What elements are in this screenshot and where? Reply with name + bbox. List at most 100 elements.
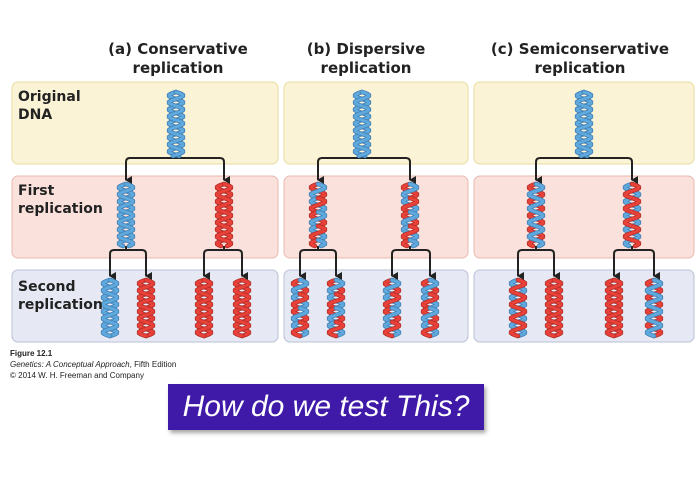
strand: [545, 278, 563, 338]
column-title-line1: Dispersive: [336, 40, 426, 58]
row-band: [473, 81, 695, 165]
row-label-first: First replication: [18, 182, 103, 218]
strand-segment: [327, 320, 345, 338]
original-dna-helix: [352, 89, 372, 159]
strand: [137, 278, 155, 338]
first-gen-helix-new: [214, 181, 234, 249]
question-box: How do we test This?: [168, 384, 484, 430]
column-letter: (c): [490, 40, 514, 58]
row-band: [283, 269, 469, 343]
second-gen-helix-hybrid: [508, 277, 528, 339]
branch-arrow: [517, 249, 560, 280]
figure-caption: Figure 12.1 Genetics: A Conceptual Appro…: [10, 348, 176, 381]
branch-arrow: [109, 249, 152, 280]
second-gen-helix-new: [136, 277, 156, 339]
question-text: How do we test This?: [182, 390, 470, 423]
strand-segment: [401, 224, 419, 242]
strand: [623, 182, 641, 248]
strand: [117, 182, 135, 248]
strand: [527, 182, 545, 248]
strand-segment: [421, 292, 439, 310]
strand-segment: [309, 182, 327, 200]
column-title-dispersive: (b) Dispersive replication: [276, 40, 456, 78]
column-title-line1: Semiconservative: [518, 40, 670, 58]
branch-arrow: [203, 249, 248, 280]
original-dna-helix: [574, 89, 594, 159]
row-label-line1: Second: [18, 279, 76, 295]
strand-segment: [401, 210, 419, 228]
strand: [233, 278, 251, 338]
first-gen-helix-hybrid: [622, 181, 642, 249]
strand-segment: [421, 306, 439, 324]
branch-arrow: [535, 157, 638, 184]
strand-segment: [291, 278, 309, 296]
row-label-line1: Original: [18, 89, 81, 105]
strand-segment: [401, 196, 419, 214]
strand-segment: [421, 278, 439, 296]
strand: [509, 278, 527, 338]
second-gen-helix-new: [544, 277, 564, 339]
strand: [195, 278, 213, 338]
first-gen-helix-dispersive: [308, 181, 328, 249]
strand: [215, 182, 233, 248]
strand-segment: [383, 320, 401, 338]
row-band: [473, 269, 695, 343]
second-gen-helix-new: [194, 277, 214, 339]
row-band: [283, 175, 469, 259]
branch-arrow: [613, 249, 660, 280]
first-gen-helix-old: [116, 181, 136, 249]
column-title-conservative: (a) Conservative replication: [88, 40, 268, 78]
branch-arrow: [125, 157, 230, 184]
strand-segment: [309, 210, 327, 228]
second-gen-helix-new: [232, 277, 252, 339]
second-gen-helix-hybrid: [644, 277, 664, 339]
strand-segment: [383, 306, 401, 324]
row-band: [11, 81, 279, 165]
column-title-line2: replication: [132, 59, 224, 77]
strand: [353, 90, 371, 158]
strand-segment: [383, 278, 401, 296]
second-gen-helix-dispersive: [420, 277, 440, 339]
strand: [605, 278, 623, 338]
strand-segment: [327, 292, 345, 310]
strand: [623, 182, 641, 248]
strand-segment: [327, 278, 345, 296]
row-band: [473, 175, 695, 259]
second-gen-helix-old: [100, 277, 120, 339]
second-gen-helix-dispersive: [290, 277, 310, 339]
strand-segment: [408, 238, 419, 248]
strand: [575, 90, 593, 158]
column-title-line2: replication: [320, 59, 412, 77]
strand-segment: [327, 306, 345, 324]
strand: [527, 182, 545, 248]
second-gen-helix-new: [604, 277, 624, 339]
first-gen-helix-hybrid: [526, 181, 546, 249]
row-label-line2: DNA: [18, 107, 53, 123]
first-gen-helix-dispersive: [400, 181, 420, 249]
row-label-second: Second replication: [18, 278, 103, 314]
strand: [101, 278, 119, 338]
strand: [117, 182, 135, 248]
strand-segment: [401, 182, 419, 200]
column-title-line2: replication: [534, 59, 626, 77]
book-title: Genetics: A Conceptual Approach: [10, 360, 130, 369]
second-gen-helix-dispersive: [382, 277, 402, 339]
row-label-original: Original DNA: [18, 88, 81, 124]
strand: [167, 90, 185, 158]
column-letter: (b): [306, 40, 332, 58]
strand-segment: [291, 292, 309, 310]
row-label-line1: First: [18, 183, 55, 199]
strand: [167, 90, 185, 158]
book-edition: , Fifth Edition: [129, 360, 177, 369]
branch-arrow: [391, 249, 436, 280]
original-dna-helix: [166, 89, 186, 159]
row-label-line2: replication: [18, 297, 103, 313]
strand-segment: [316, 238, 327, 248]
row-label-line2: replication: [18, 201, 103, 217]
figure-number: Figure 12.1: [10, 349, 53, 358]
column-title-semiconservative: (c) Semiconservative replication: [480, 40, 680, 78]
second-gen-helix-dispersive: [326, 277, 346, 339]
strand-segment: [291, 306, 309, 324]
